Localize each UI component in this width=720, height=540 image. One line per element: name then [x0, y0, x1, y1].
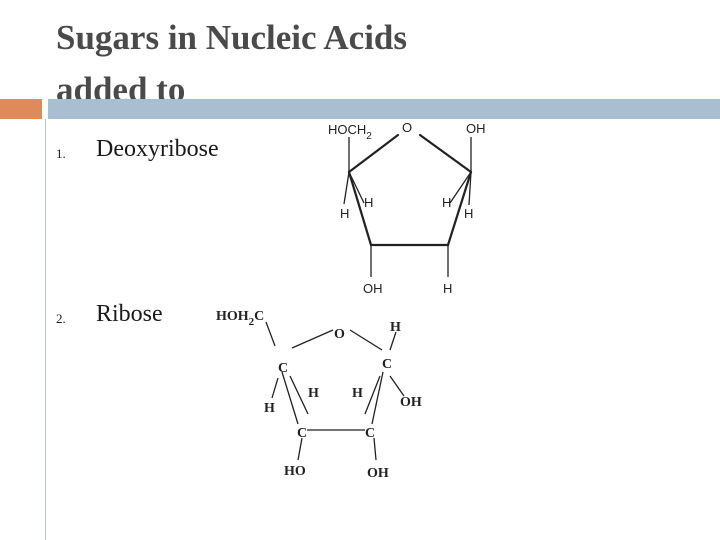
- oh-label: OH: [400, 395, 422, 410]
- title-rule-gap: [42, 99, 48, 119]
- deoxyribose-structure: HOCH2 O OH H H H H OH H: [328, 120, 486, 296]
- h-label: H: [264, 401, 275, 416]
- list-label: Deoxyribose: [96, 136, 219, 162]
- ho-bottom-label: HO: [284, 464, 306, 479]
- left-margin-line: [45, 119, 46, 540]
- h-label: H: [352, 386, 363, 401]
- hoh2c-label: HOH2C: [216, 309, 264, 328]
- h-label: H: [464, 206, 473, 221]
- carbon-label: C: [278, 361, 288, 376]
- oh-top-label: OH: [466, 121, 486, 136]
- h-top-label: H: [390, 320, 401, 335]
- ring-oxygen-label: O: [334, 327, 345, 342]
- slide-title-line-1: Sugars in Nucleic Acids: [56, 18, 408, 57]
- list-label: Ribose: [96, 301, 163, 327]
- h-bottom-label: H: [443, 281, 452, 296]
- carbon-label: C: [365, 426, 375, 441]
- slide-title: Sugars in Nucleic Acids added to: [56, 12, 407, 116]
- h-label: H: [308, 386, 319, 401]
- ring-oxygen-label: O: [402, 120, 412, 135]
- ribose-structure: HOH2C O H C C H H H OH C C HO OH: [216, 309, 422, 481]
- h-label: H: [364, 195, 373, 210]
- list-number: 1.: [56, 146, 66, 161]
- oh-bottom-label: OH: [367, 466, 389, 481]
- oh-bottom-label: OH: [363, 281, 383, 296]
- h-label: H: [442, 195, 451, 210]
- carbon-label: C: [382, 357, 392, 372]
- h-label: H: [340, 206, 349, 221]
- carbon-label: C: [297, 426, 307, 441]
- title-accent-bar: [0, 99, 42, 119]
- list-number: 2.: [56, 311, 66, 326]
- hoch2-label: HOCH2: [328, 122, 372, 142]
- title-rule-bar: [42, 99, 720, 119]
